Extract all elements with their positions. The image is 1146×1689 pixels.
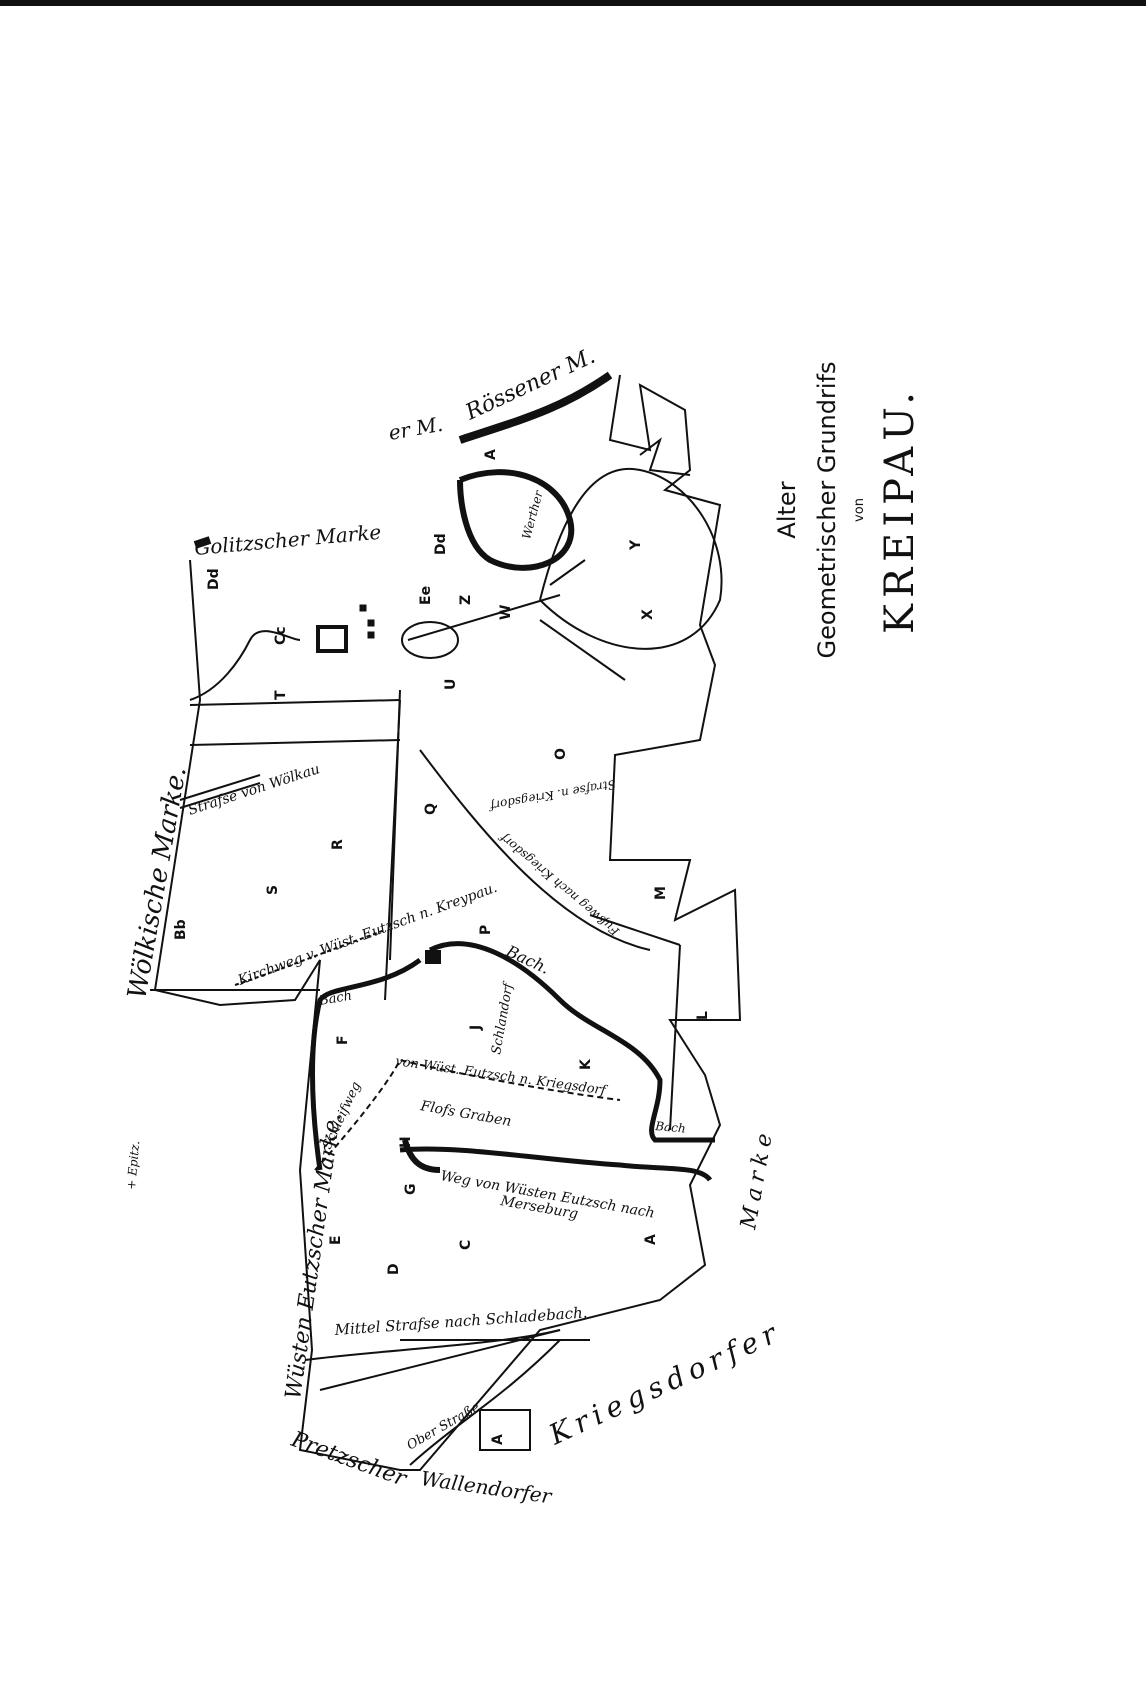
label-epitz: + Epitz. <box>124 1140 142 1190</box>
label-wuesten-eutzscher: Wüsten Eutzscher Marke. <box>281 1111 346 1400</box>
outer-boundary <box>153 374 742 1471</box>
plot-letter: Dd <box>433 533 449 555</box>
title-line-1: Alter <box>773 481 801 538</box>
plot-letter: W <box>498 605 514 620</box>
label-mittel-strasse: Mittel Strafse nach Schladebach. <box>333 1303 588 1339</box>
label-golitzscher: Golitzscher Marke <box>193 520 382 560</box>
plot-letter: S <box>265 885 281 895</box>
map-title: Alter Geometrischer Grundrifs von KREIPA… <box>773 362 923 659</box>
plot-letter: P <box>478 925 494 935</box>
label-woelkische: Wölkische Marke. <box>122 764 192 1001</box>
label-ober-strasse: Ober Straße <box>405 1400 483 1454</box>
title-line-3: von <box>852 498 867 522</box>
plot-letter: Bb <box>173 919 189 940</box>
label-schlendorf: Schlandorf <box>489 980 517 1056</box>
floss-graben <box>399 1146 713 1182</box>
label-marke-right: Marke <box>736 1126 779 1232</box>
top-border-rule <box>0 0 1146 6</box>
plot-letter: Z <box>458 595 474 605</box>
label-bach-3: Bach <box>654 1119 687 1136</box>
plot-letter: X <box>640 609 656 620</box>
label-bach-1: Bach <box>317 988 353 1009</box>
label-kriegsdorfer: Kriegsdorfer <box>543 1315 787 1452</box>
river-werther <box>457 469 575 571</box>
plot-letter: A <box>643 1234 659 1245</box>
plot-letter: D <box>386 1263 402 1275</box>
label-von-wuest: von Wüst. Eutzsch n. Kriegsdorf <box>394 1054 608 1099</box>
river-roessener <box>458 371 613 444</box>
plot-letter: R <box>330 839 346 850</box>
label-wallendorfer: Wallendorfer <box>419 1466 554 1508</box>
plot-letter: A <box>490 1434 506 1445</box>
map-lines <box>150 374 742 1471</box>
plot-letter: Cc <box>273 626 289 645</box>
plot-letter: A <box>483 449 499 460</box>
plot-letter: F <box>335 1035 351 1045</box>
plot-letter: E <box>328 1235 344 1245</box>
label-strasse-kriegsdorf: Strafse n. Kriegsdorf <box>487 777 617 813</box>
label-fussweg: Fußweg nach Kriegsdorf <box>496 829 623 939</box>
plot-letters: Dd Cc T Bb S R Q P F J K L M O U W Z Ee … <box>173 449 711 1445</box>
title-line-4: KREIPAU. <box>877 386 923 634</box>
label-pretzscher: Pretzscher <box>287 1427 411 1492</box>
plot-letter: U <box>443 679 459 690</box>
plot-letter: J <box>468 1025 484 1031</box>
plot-letter: T <box>273 690 289 700</box>
plot-letter: K <box>578 1058 594 1070</box>
plot-letter: H <box>398 1136 414 1148</box>
plot-letter: Y <box>628 539 644 551</box>
brook-bach <box>428 941 715 1143</box>
plot-letter: Q <box>423 803 439 815</box>
title-line-2: Geometrischer Grundrifs <box>813 362 841 659</box>
label-kirchweg: Kirchweg v. Wüst. Eutzsch n. Kreypau. <box>235 880 499 989</box>
plot-letter: O <box>553 748 569 760</box>
plot-letter: C <box>458 1240 474 1250</box>
water-courses <box>193 371 715 1182</box>
plot-letter: L <box>695 1011 711 1020</box>
plot-letter: Dd <box>206 568 222 590</box>
plot-letter: Ee <box>418 586 434 605</box>
plot-letter: M <box>653 886 669 900</box>
label-floss-graben: Flofs Graben <box>418 1098 512 1130</box>
label-werther: Werther <box>519 488 546 541</box>
label-strasse-woelkau: Strafse von Wölkau <box>186 761 322 819</box>
label-upper-m: er M. <box>387 412 445 445</box>
plot-letter: G <box>403 1184 419 1196</box>
